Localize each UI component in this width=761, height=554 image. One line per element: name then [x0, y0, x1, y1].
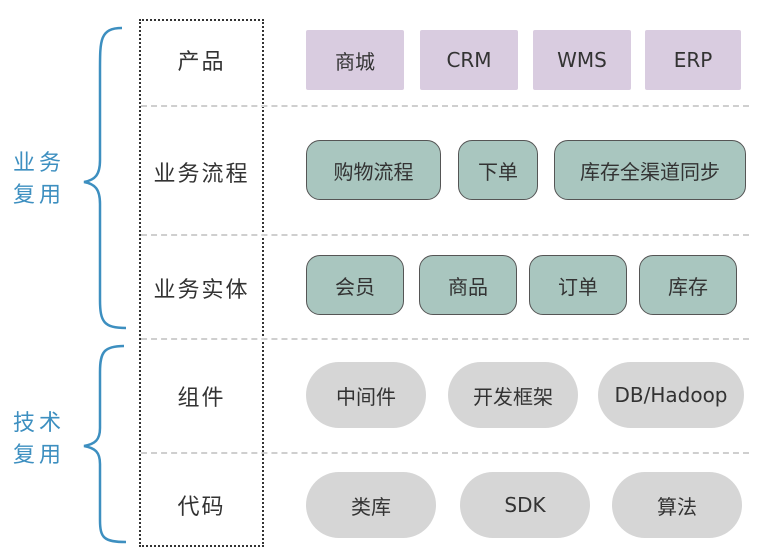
component-item: 中间件 — [306, 362, 426, 428]
entity-item: 库存 — [639, 255, 737, 315]
layer-label-code: 代码 — [177, 495, 226, 520]
group-label-technical: 技术复用 — [12, 411, 65, 468]
entity-item: 订单 — [529, 255, 627, 315]
process-item: 下单 — [458, 140, 538, 200]
layer-column-box — [139, 19, 264, 547]
entity-item: 会员 — [306, 255, 404, 315]
code-item: 算法 — [612, 472, 742, 538]
layer-label-business-process: 业务流程 — [153, 162, 250, 187]
product-item: ERP — [645, 30, 741, 90]
brace-business — [83, 26, 127, 330]
braces — [83, 26, 127, 544]
layer-label-component: 组件 — [177, 386, 226, 411]
group-label-business: 业务复用 — [12, 151, 65, 208]
process-item: 库存全渠道同步 — [554, 140, 746, 200]
entity-item: 商品 — [419, 255, 517, 315]
component-item: 开发框架 — [448, 362, 578, 428]
divider-4 — [141, 452, 749, 454]
code-item: 类库 — [306, 472, 436, 538]
component-item: DB/Hadoop — [598, 362, 744, 428]
code-item: SDK — [460, 472, 590, 538]
divider-2 — [141, 234, 749, 236]
product-item: 商城 — [306, 30, 404, 90]
divider-1 — [141, 105, 749, 107]
brace-technical — [83, 344, 127, 544]
product-item: WMS — [533, 30, 631, 90]
product-item: CRM — [420, 30, 518, 90]
divider-3 — [141, 338, 749, 340]
process-item: 购物流程 — [306, 140, 441, 200]
layer-label-business-entity: 业务实体 — [153, 278, 250, 303]
layer-label-product: 产品 — [177, 50, 226, 75]
